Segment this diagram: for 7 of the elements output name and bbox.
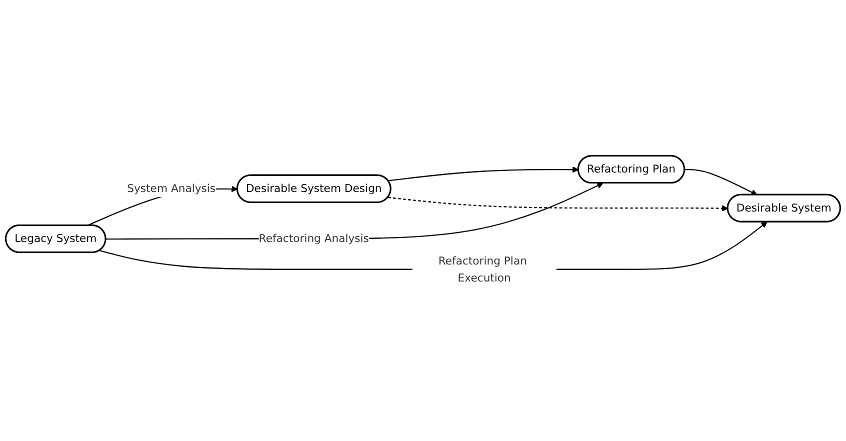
edge-label: System Analysis xyxy=(127,182,216,195)
arrow xyxy=(99,221,768,270)
edge-label: Refactoring Plan Execution xyxy=(438,254,527,284)
arrow xyxy=(388,196,728,212)
arrow xyxy=(388,166,579,182)
edge-label: Refactoring Analysis xyxy=(258,232,369,245)
arrow xyxy=(684,168,758,195)
